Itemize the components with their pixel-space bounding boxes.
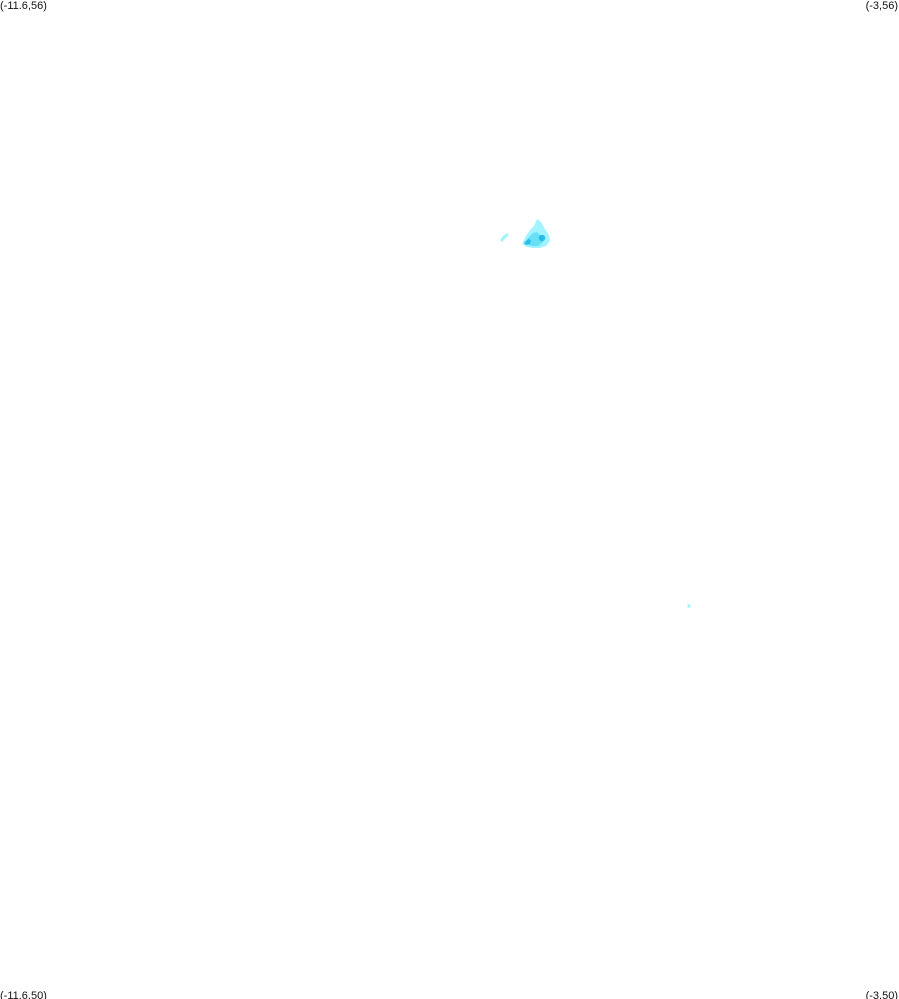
corner-label-bottom-right: (-3,50) — [865, 990, 898, 999]
data-speck-southeast — [687, 604, 691, 608]
data-spot-deep-east — [538, 234, 546, 242]
data-patch-small-west — [500, 233, 509, 242]
corner-label-bottom-left: (-11.6,50) — [0, 990, 47, 999]
corner-label-top-left: (-11.6,56) — [0, 0, 47, 12]
corner-label-top-right: (-3,56) — [865, 0, 898, 12]
data-spot-deep-west — [524, 239, 531, 245]
